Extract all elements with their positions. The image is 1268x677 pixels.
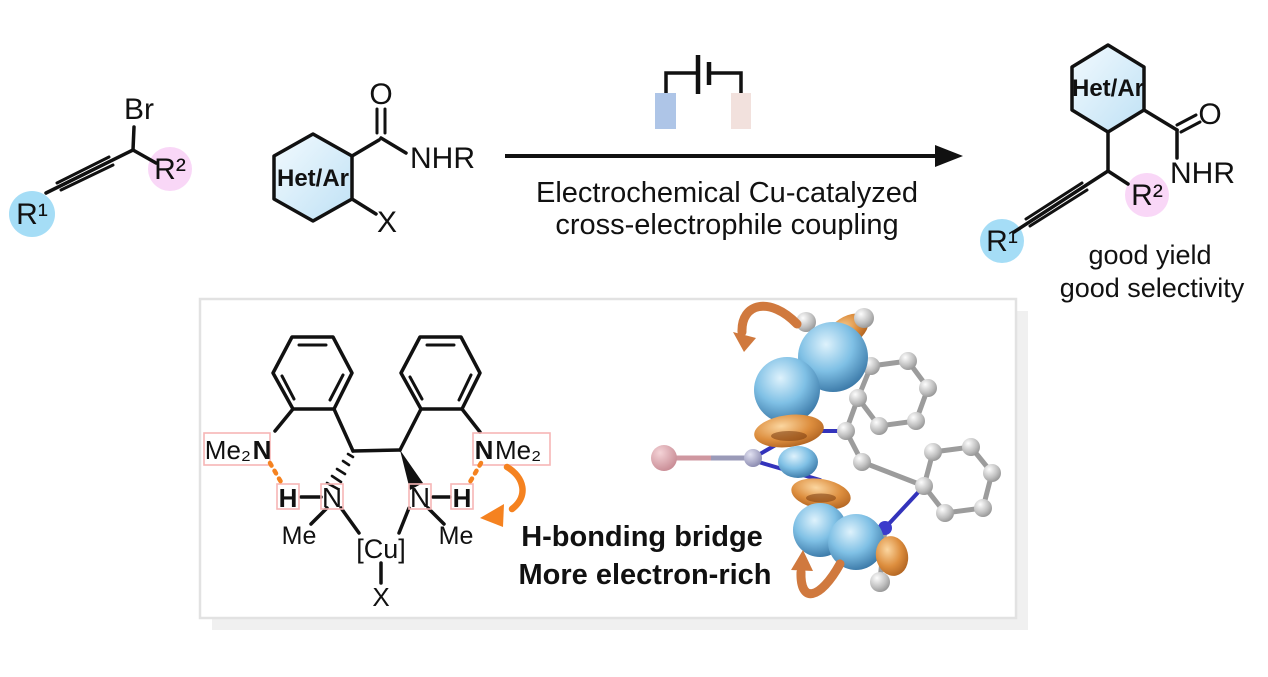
me-right-label: Me	[439, 522, 474, 550]
product-note2: good selectivity	[1060, 273, 1245, 303]
n-amine-right-label: N	[475, 435, 494, 465]
h-left-label: H	[279, 483, 298, 513]
product-r1-label: R¹	[986, 225, 1018, 258]
n-right-label: N	[410, 482, 430, 513]
h-right-box	[450, 483, 474, 510]
product-r2-label: R²	[1131, 179, 1163, 212]
ligand-x-label: X	[372, 582, 389, 612]
reaction-arrow	[505, 145, 963, 167]
nme2-right-box	[472, 432, 551, 466]
h-right-label: H	[453, 483, 472, 513]
me2-right-label: Me₂	[495, 435, 541, 465]
hydrogen-atom-bottom	[870, 572, 890, 592]
h-left-box	[276, 483, 300, 510]
hydrogen-atom-top	[854, 308, 874, 328]
conditions-line1: Electrochemical Cu-catalyzed	[536, 177, 918, 209]
annotation-line2: More electron-rich	[519, 559, 772, 591]
product-note1: good yield	[1088, 240, 1211, 270]
n-left-box	[320, 483, 344, 510]
hydrogen-bond-annotation: H-bonding bridge More electron-rich	[480, 463, 772, 591]
halide-atom	[651, 445, 677, 471]
electrolysis-cell-icon	[655, 55, 751, 129]
product-r1-highlight-circle	[980, 219, 1024, 263]
amide-nhr-label: NHR	[410, 142, 475, 175]
product-hetar-label: Het/Ar	[1072, 75, 1144, 102]
carbon-atoms	[796, 312, 1001, 522]
n-amine-left-label: N	[253, 435, 272, 465]
hbond-dash-right	[467, 460, 484, 485]
arrowhead	[935, 145, 963, 167]
rotation-arrow-bottom-head	[791, 550, 813, 571]
hbond-dash-left	[267, 460, 284, 485]
n-left-label: N	[322, 482, 342, 513]
r1-highlight-circle	[9, 191, 55, 237]
me2-left-label: Me₂	[205, 435, 251, 465]
me-left-label: Me	[282, 522, 317, 550]
copper-atom	[744, 449, 762, 467]
rotation-arrow-bottom	[796, 559, 845, 598]
product-o-label: O	[1198, 98, 1221, 131]
halide-x-label: X	[377, 206, 397, 239]
r2-highlight-circle	[148, 147, 192, 191]
hetar-ring-label: Het/Ar	[277, 165, 349, 192]
curved-annotation-arrow	[503, 463, 526, 513]
product-nhr-label: NHR	[1170, 157, 1235, 190]
reaction-conditions: Electrochemical Cu-catalyzed cross-elect…	[536, 177, 918, 241]
reactant-arylamide: Het/Ar O NHR X	[272, 78, 475, 239]
rotation-arrow-top	[737, 301, 802, 337]
ligand-structure: Me₂ N H N N H N Me₂ Me Me [Cu] X	[203, 335, 551, 612]
annotation-line1: H-bonding bridge	[521, 521, 763, 553]
reactant-propargyl-bromide: Br R¹ R²	[9, 93, 192, 237]
r2-label: R²	[154, 153, 186, 186]
curved-annotation-arrowhead	[480, 504, 504, 527]
cathode-electrode	[731, 93, 751, 129]
catalyst-box: Me₂ N H N N H N Me₂ Me Me [Cu] X H-bondi…	[198, 297, 1028, 630]
carbonyl-o-label: O	[369, 78, 392, 111]
conditions-line2: cross-electrophile coupling	[555, 209, 898, 241]
r1-label: R¹	[16, 198, 48, 231]
orbital-lobes	[754, 313, 909, 576]
anode-electrode	[655, 93, 676, 129]
n-right-box	[408, 483, 432, 510]
product-r2-highlight-circle	[1125, 173, 1169, 217]
solid-wedge-bond	[400, 450, 423, 490]
dft-orbital-model	[651, 301, 1001, 598]
box-frame	[198, 297, 1018, 620]
cu-label: [Cu]	[356, 534, 406, 564]
rotation-arrow-top-head	[733, 332, 756, 352]
nme2-left-box	[203, 432, 271, 466]
bromine-label: Br	[124, 93, 154, 126]
product-structure: Het/Ar O NHR R² R¹ good yield good selec…	[980, 43, 1245, 303]
